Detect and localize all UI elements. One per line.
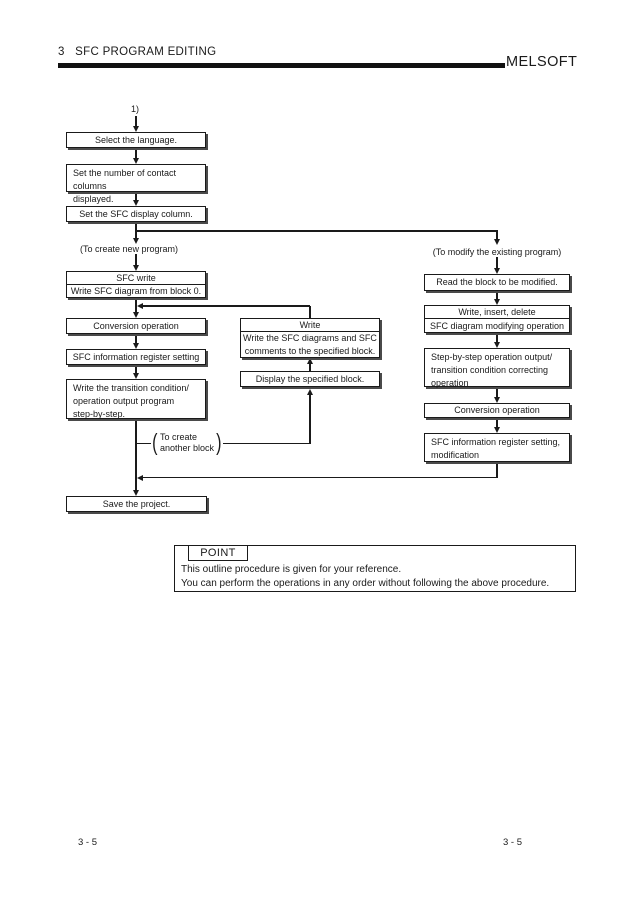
- flow-line: [135, 230, 498, 232]
- flow-line: [309, 392, 311, 444]
- flow-line: [142, 305, 311, 307]
- box-sfc-write: SFC write Write SFC diagram from block 0…: [66, 271, 206, 298]
- flow-line: [309, 361, 311, 371]
- box-read-block: Read the block to be modified.: [424, 274, 570, 291]
- point-text-line2: You can perform the operations in any or…: [181, 577, 550, 589]
- flow-line: [135, 148, 137, 159]
- point-label: POINT: [188, 545, 248, 561]
- close-paren: ): [216, 429, 222, 455]
- point-box: [174, 545, 576, 592]
- box-title: Write: [241, 319, 379, 332]
- box-display-specified-block: Display the specified block.: [240, 371, 380, 387]
- box-title: Write, insert, delete: [425, 306, 569, 319]
- box-step-by-step-correcting: Step-by-step operation output/ transitio…: [424, 348, 570, 388]
- flow-line: [309, 306, 311, 318]
- box-title: SFC write: [67, 272, 205, 285]
- flow-line: [496, 291, 498, 300]
- flow-line: [496, 231, 498, 239]
- flow-arrow-down: [132, 312, 139, 318]
- flow-arrow-left: [136, 474, 143, 481]
- loop-label-create-another-block: ( To create another block ): [151, 429, 223, 456]
- point-text-line1: This outline procedure is given for your…: [181, 564, 402, 575]
- flow-arrow-down: [493, 238, 500, 245]
- flow-line: [496, 387, 498, 398]
- flow-arrow-down: [132, 200, 139, 206]
- box-sfc-display-column: Set the SFC display column.: [66, 206, 206, 222]
- flow-arrow-down: [493, 397, 500, 403]
- flow-arrow-down: [132, 238, 139, 244]
- flow-arrow-down: [132, 158, 139, 164]
- box-sfc-info-modification: SFC information register setting, modifi…: [424, 433, 570, 462]
- flow-arrow-down: [493, 427, 500, 433]
- branch-label-new-program: (To create new program): [80, 244, 179, 254]
- flow-line: [496, 462, 498, 478]
- box-body: Write SFC diagram from block 0.: [70, 286, 202, 296]
- flow-arrow-down: [132, 373, 139, 379]
- page-number-left: 3 - 5: [78, 837, 98, 848]
- box-conversion-operation-left: Conversion operation: [66, 318, 206, 334]
- open-paren: (: [152, 429, 158, 455]
- flow-arrow-up: [306, 389, 313, 395]
- chapter-heading: 3 SFC PROGRAM EDITING: [58, 46, 217, 58]
- box-sfc-info-register-setting: SFC information register setting: [66, 349, 206, 365]
- box-conversion-operation-right: Conversion operation: [424, 403, 570, 418]
- flow-arrow-down: [493, 342, 500, 348]
- flow-arrow-down: [493, 299, 500, 305]
- branch-label-modify-program: (To modify the existing program): [424, 247, 570, 257]
- flow-arrow-down: [132, 490, 139, 496]
- flow-line: [135, 334, 137, 344]
- box-select-language: Select the language.: [66, 132, 206, 148]
- box-contact-columns: Set the number of contact columns displa…: [66, 164, 206, 204]
- flow-line: [496, 333, 498, 343]
- flow-arrow-up: [306, 357, 313, 364]
- box-save-project: Save the project.: [66, 496, 207, 512]
- flow-arrow-down: [132, 343, 139, 349]
- flow-arrow-down: [493, 268, 500, 274]
- flow-line: [496, 257, 498, 269]
- box-write-insert-delete: Write, insert, delete SFC diagram modify…: [424, 305, 570, 333]
- flow-line: [135, 254, 137, 266]
- flow-line: [135, 116, 137, 127]
- flow-arrow-left: [136, 303, 143, 309]
- header-rule: [58, 63, 505, 68]
- start-label: 1): [131, 104, 140, 114]
- box-write-transition-condition: Write the transition condition/ operatio…: [66, 379, 206, 419]
- flow-line: [135, 192, 137, 201]
- loop-label-text: To create another block: [159, 431, 215, 453]
- flow-arrow-down: [132, 265, 139, 271]
- page-number-right: 3 - 5: [503, 837, 523, 848]
- flow-line: [135, 419, 137, 491]
- flow-line: [142, 476, 498, 479]
- flow-arrow-down: [132, 126, 139, 132]
- box-write-middle: Write Write the SFC diagrams and SFC com…: [240, 318, 380, 358]
- flow-line: [135, 365, 137, 374]
- flow-line: [135, 298, 137, 313]
- brand-melsoft: MELSOFT: [506, 54, 578, 70]
- flow-line: [496, 418, 498, 428]
- box-body: SFC diagram modifying operation: [429, 320, 565, 331]
